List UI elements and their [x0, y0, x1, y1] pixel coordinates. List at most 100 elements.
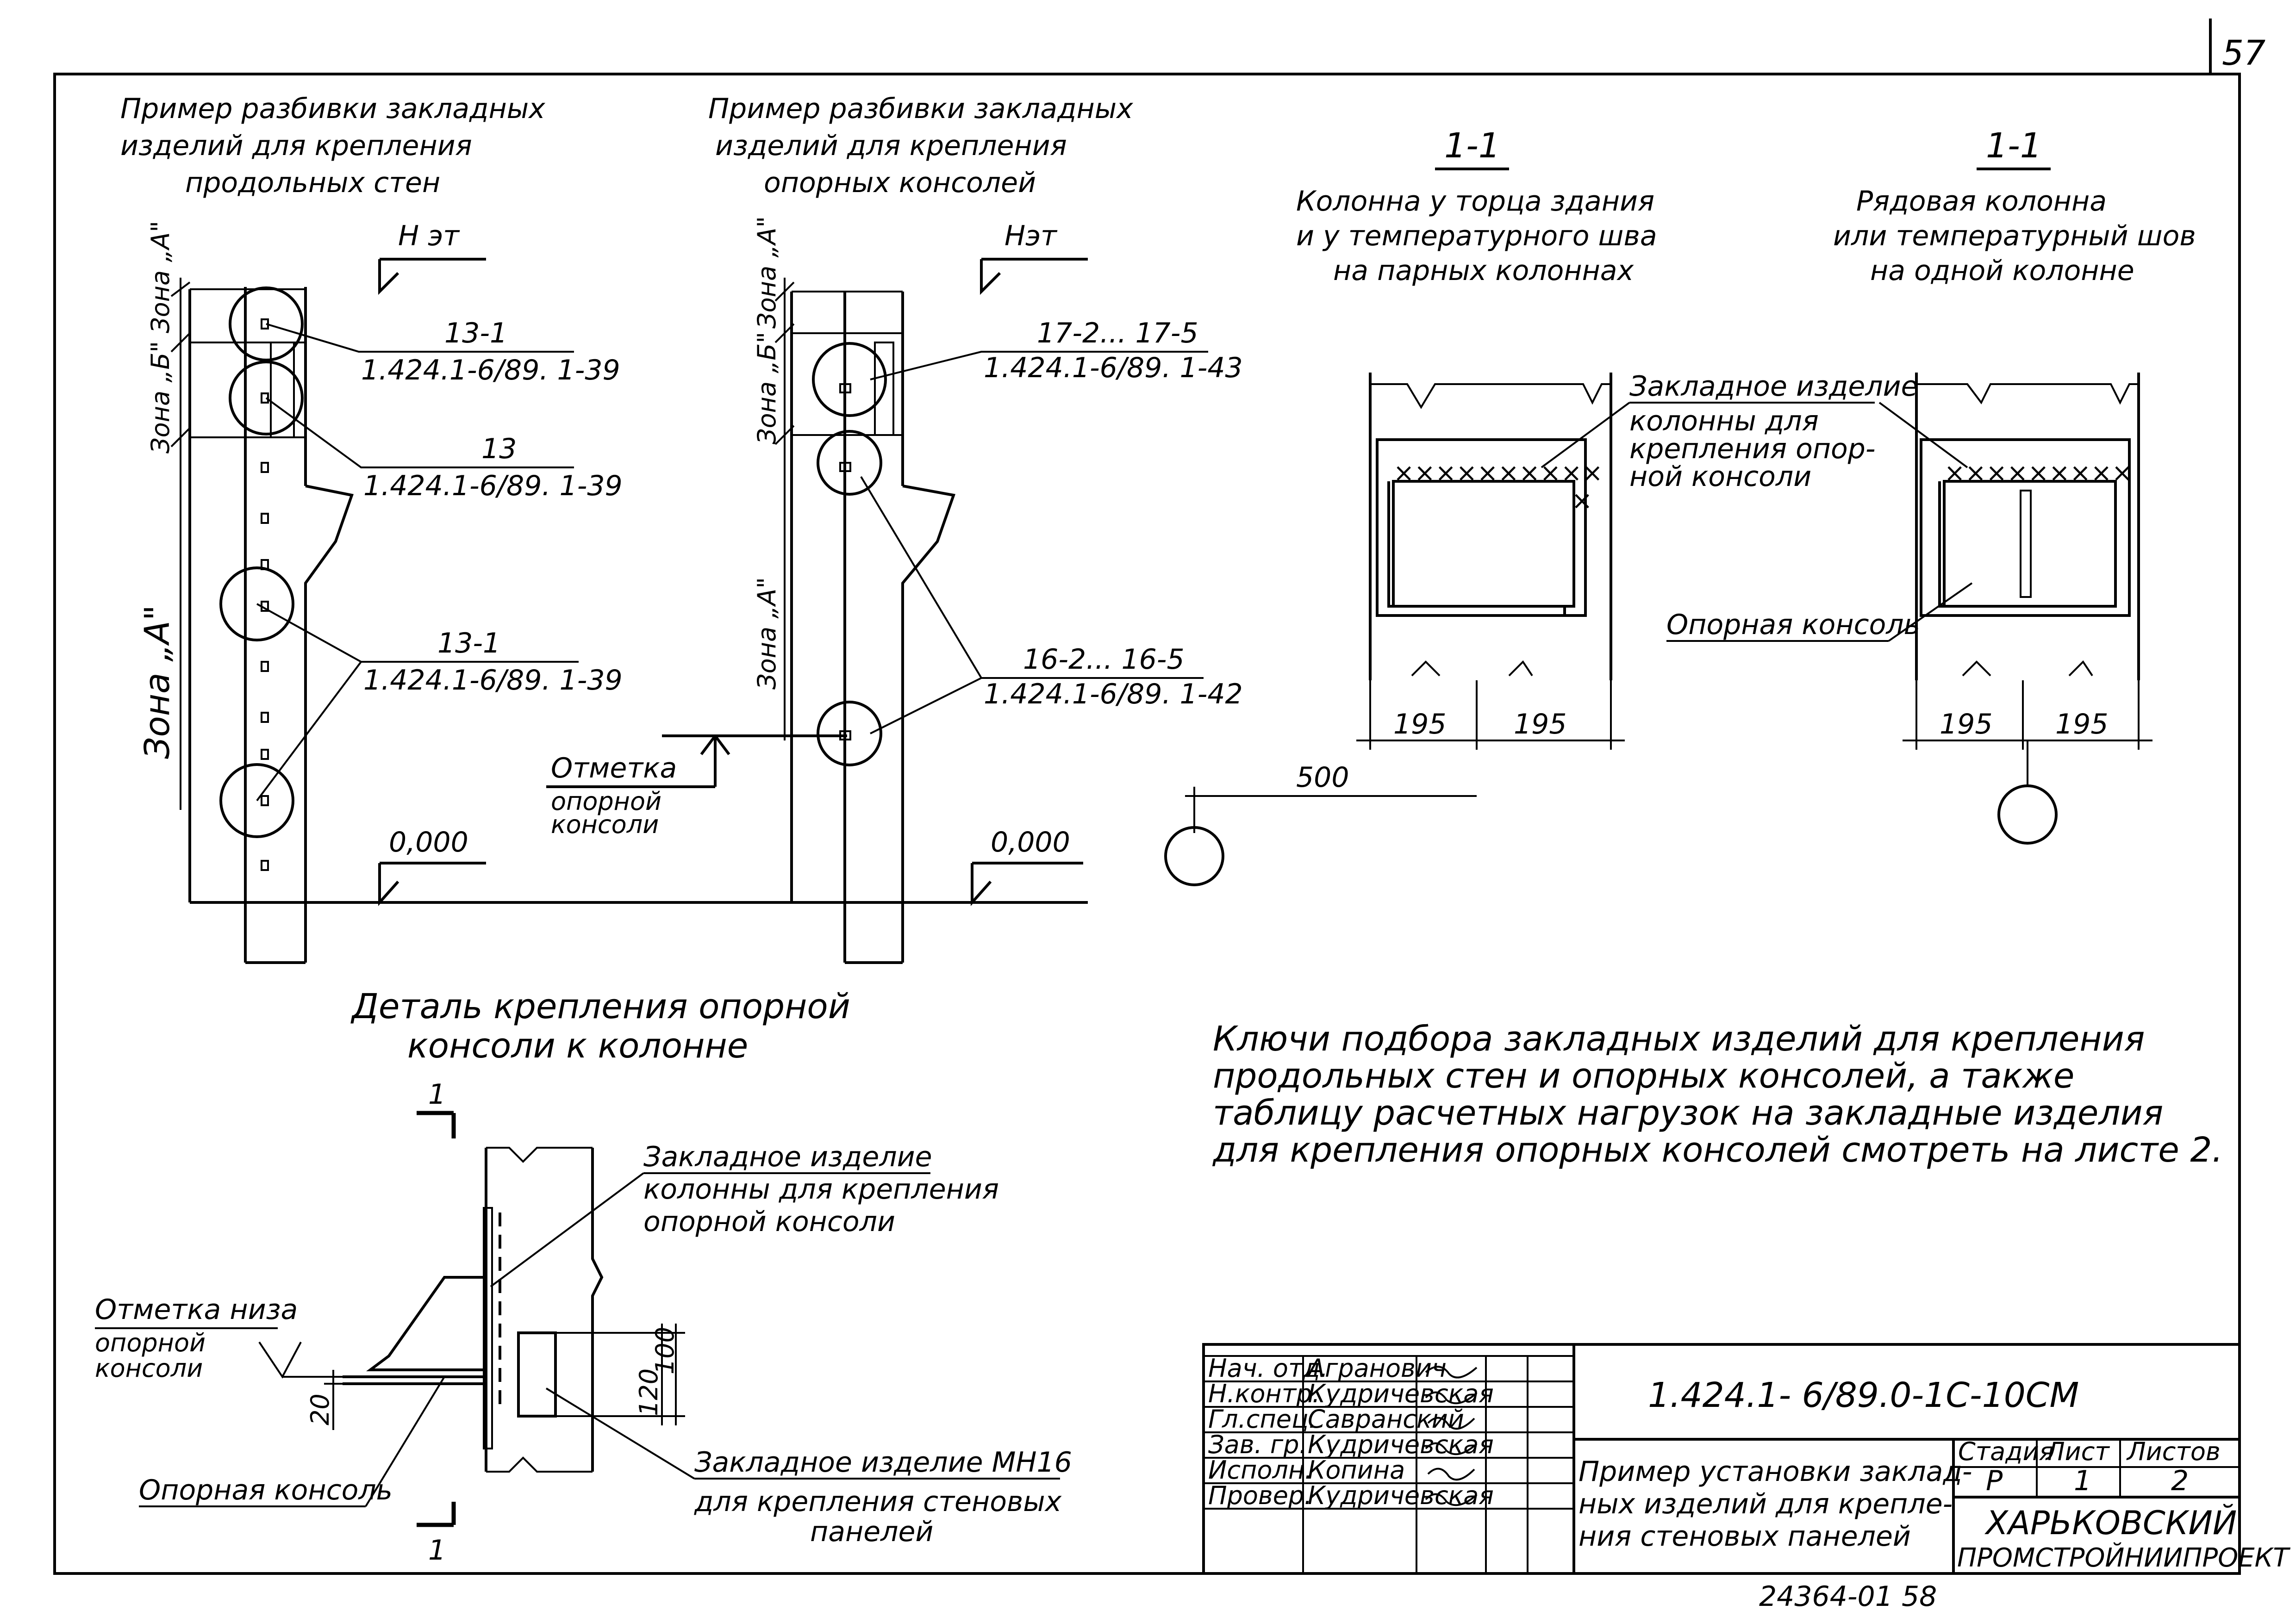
- walls-zone-a: Зона „А": [137, 605, 177, 759]
- note-block: Ключи подбора закладных изделий для креп…: [1212, 1019, 2223, 1170]
- consoles-title-2: изделий для крепления: [715, 130, 1067, 162]
- stage-header: Стадия: [1958, 1437, 2054, 1466]
- section-left-dim-3: 500: [1296, 761, 1349, 794]
- consoles-level-bottom: 0,000: [991, 826, 1070, 858]
- org-line-2: ПРОМСТРОЙНИИПРОЕКТ: [1957, 1543, 2290, 1573]
- section-left-embedded-1: Закладное изделие: [1629, 370, 1918, 403]
- sheet-header: Лист: [2045, 1437, 2110, 1466]
- consoles-zone-a-top: Зона „А": [752, 216, 781, 329]
- walls-callout-2-doc: 1.424.1-6/89. 1-39: [363, 470, 623, 502]
- attachment-embedded-2: колонны для крепления: [643, 1173, 999, 1206]
- consoles-detail: Пример разбивки закладных изделий для кр…: [546, 93, 1243, 964]
- attachment-detail: Деталь крепления опорной консоли к колон…: [95, 987, 1072, 1567]
- attachment-title-1: Деталь крепления опорной: [350, 987, 850, 1026]
- consoles-mark-3: консоли: [551, 810, 659, 839]
- attachment-title-2: консоли к колонне: [407, 1026, 748, 1066]
- section-left-welds: ××××××××××: [1393, 458, 1603, 487]
- section-left-caption-2: и у температурного шва: [1296, 220, 1657, 252]
- sheets-value: 2: [2171, 1465, 2189, 1497]
- section-left-welds-side: ×: [1572, 486, 1592, 515]
- consoles-mark-2: опорной: [551, 787, 661, 816]
- section-left-embedded-4: ной консоли: [1629, 460, 1811, 493]
- section-left: 1-1 Колонна у торца здания и у температу…: [1164, 126, 1918, 886]
- note-line-1: Ключи подбора закладных изделий для креп…: [1213, 1019, 2145, 1059]
- stage-value: Р: [1986, 1465, 2003, 1497]
- drawing-title-3: ния стеновых панелей: [1578, 1520, 1911, 1553]
- section-right: 1-1 Рядовая колонна или температурный шо…: [1666, 126, 2196, 845]
- section-right-title: 1-1: [1986, 126, 2042, 166]
- walls-title-3: продольных стен: [185, 167, 440, 199]
- drawing-title-1: Пример установки заклад-: [1578, 1455, 1972, 1488]
- note-line-4: для крепления опорных консолей смотреть …: [1212, 1130, 2223, 1170]
- drawing-title-2: ных изделий для крепле-: [1578, 1488, 1953, 1520]
- section-left-embedded-3: крепления опор-: [1629, 433, 1876, 465]
- consoles-level-top: Нэт: [1004, 220, 1058, 252]
- sheets-header: Листов: [2126, 1437, 2221, 1466]
- walls-callout-1-mark: 13-1: [444, 317, 507, 349]
- walls-title-1: Пример разбивки закладных: [120, 93, 545, 125]
- sig-name-5: Копина: [1308, 1455, 1405, 1485]
- attachment-console-label: Опорная консоль: [139, 1474, 393, 1506]
- sig-role-2: Н.контр.: [1208, 1379, 1320, 1408]
- sheet-number: 57: [2222, 33, 2265, 73]
- sig-role-5: Исполн.: [1208, 1455, 1312, 1485]
- consoles-zone-a: Зона „А": [752, 577, 781, 690]
- walls-level-top: Н эт: [398, 220, 460, 252]
- consoles-title-3: опорных консолей: [764, 167, 1036, 199]
- consoles-callout-1-doc: 1.424.1-6/89. 1-43: [984, 352, 1243, 384]
- walls-callout-3-doc: 1.424.1-6/89. 1-39: [363, 664, 623, 696]
- org-line-1: ХАРЬКОВСКИЙ: [1984, 1504, 2237, 1542]
- walls-zone-a-top: Зона „А": [146, 221, 175, 333]
- section-left-dim-1: 195: [1393, 708, 1447, 740]
- note-line-2: продольных стен и опорных консолей, а та…: [1213, 1056, 2074, 1096]
- sig-role-6: Провер.: [1208, 1481, 1312, 1510]
- section-left-caption-1: Колонна у торца здания: [1296, 185, 1654, 218]
- sig-name-2: Кудричевская: [1308, 1379, 1494, 1408]
- attachment-mh-3: панелей: [810, 1516, 933, 1548]
- section-right-dim-2: 195: [2055, 708, 2109, 740]
- sheet-value: 1: [2074, 1465, 2091, 1497]
- consoles-callout-2-doc: 1.424.1-6/89. 1-42: [984, 678, 1243, 710]
- cut-mark-top: 1: [428, 1078, 446, 1111]
- bottom-mark-3: консоли: [95, 1354, 203, 1383]
- section-left-dim-2: 195: [1514, 708, 1567, 740]
- sig-role-3: Гл.спец.: [1208, 1405, 1316, 1434]
- consoles-title-1: Пример разбивки закладных: [708, 93, 1133, 125]
- consoles-callout-1-mark: 17-2... 17-5: [1037, 317, 1198, 349]
- section-right-caption-3: на одной колонне: [1870, 255, 2134, 287]
- attachment-dim-20: 20: [306, 1393, 335, 1425]
- sig-role-4: Зав. гр.: [1208, 1430, 1307, 1459]
- section-right-caption-2: или температурный шов: [1833, 220, 2196, 252]
- sig-name-3: Савранский: [1308, 1405, 1464, 1434]
- footer-inventory: 24364-01 58: [1759, 1580, 1937, 1613]
- consoles-mark-1: Отметка: [551, 752, 677, 784]
- walls-callout-3-mark: 13-1: [437, 627, 500, 659]
- section-right-dim-1: 195: [1940, 708, 1993, 740]
- sig-name-6: Кудричевская: [1308, 1481, 1494, 1510]
- section-left-embedded-2: колонны для: [1629, 405, 1819, 437]
- attachment-embedded-1: Закладное изделие: [643, 1141, 932, 1173]
- walls-callout-1-doc: 1.424.1-6/89. 1-39: [361, 354, 620, 386]
- sheet-frame: 57: [53, 19, 2265, 1575]
- section-right-caption-1: Рядовая колонна: [1856, 185, 2107, 218]
- walls-level-bottom: 0,000: [389, 826, 468, 858]
- walls-zone-b: Зона „Б": [146, 341, 175, 454]
- note-line-3: таблицу расчетных нагрузок на закладные …: [1213, 1093, 2163, 1133]
- signature-marks: [1425, 1366, 1478, 1506]
- walls-title-2: изделий для крепления: [120, 130, 472, 162]
- drawing-code: 1.424.1- 6/89.0-1С-10СМ: [1648, 1375, 2079, 1415]
- bottom-mark-2: опорной: [95, 1328, 206, 1357]
- attachment-dim-120: 120: [634, 1368, 663, 1416]
- cut-mark-bottom: 1: [428, 1534, 446, 1567]
- title-block: Нач. отд. Агранович Н.контр. Кудричевска…: [1202, 1343, 2290, 1575]
- attachment-mh-2: для крепления стеновых: [694, 1486, 1062, 1518]
- attachment-dim-100: 100: [650, 1327, 680, 1374]
- bottom-mark-1: Отметка низа: [95, 1293, 298, 1326]
- consoles-zone-b: Зона „Б": [752, 332, 781, 444]
- sig-role-1: Нач. отд.: [1208, 1354, 1328, 1383]
- section-left-title: 1-1: [1444, 126, 1500, 166]
- section-right-welds: ×××××××××: [1944, 458, 2133, 487]
- section-left-caption-3: на парных колоннах: [1333, 255, 1634, 287]
- section-right-console-label: Опорная консоль: [1666, 609, 1920, 641]
